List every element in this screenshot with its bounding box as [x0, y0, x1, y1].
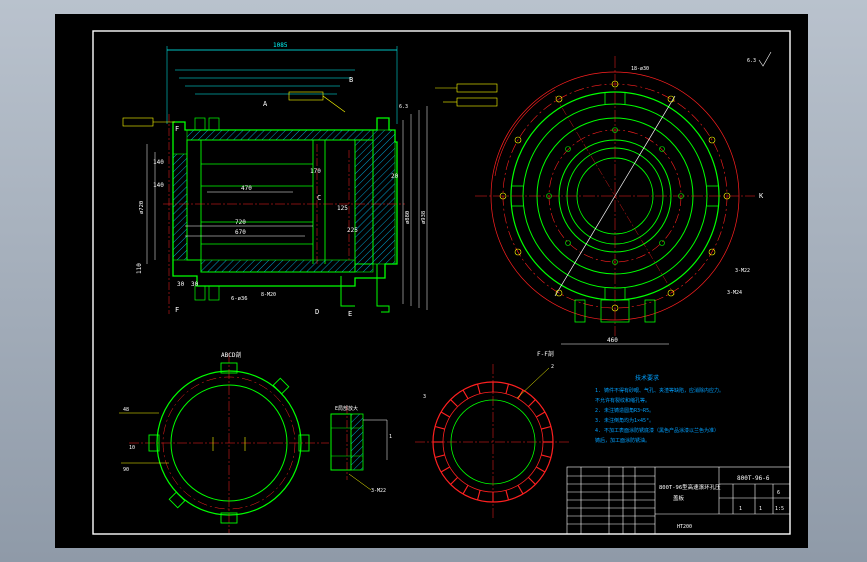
- section-label-c: C: [317, 194, 321, 202]
- ff-dim-460: 460: [607, 337, 618, 344]
- title-drawing-no: 800T-96-6: [737, 475, 770, 482]
- section-label-f-bottom: F: [175, 306, 179, 314]
- dim-470-label: 470: [241, 185, 252, 192]
- tech-req-line-2: 不允许有裂纹和缩孔等。: [595, 397, 650, 404]
- title-quantity: 1: [759, 506, 762, 512]
- dim-225-label: 225: [347, 227, 358, 234]
- section-label-d: D: [315, 308, 319, 316]
- dim-140a-label: 140: [153, 159, 164, 166]
- abcd-dim-90: 90: [123, 467, 129, 473]
- section-label-b: B: [349, 76, 353, 84]
- abcd-dim-10: 10: [129, 445, 135, 451]
- dim-670-label: 670: [235, 229, 246, 236]
- e-detail-view: E局部放大 1 3-M22: [330, 405, 392, 494]
- abcd-circular-view: ABCD剖 48 90 10: [119, 351, 329, 533]
- dim-30b-label: 30: [191, 281, 199, 288]
- ff-circular-view: 460 18-ø30 3-M22 3-M24 K F-F剖: [475, 56, 764, 358]
- dim-v938-label: ø938: [421, 211, 427, 224]
- dim-30a-label: 30: [177, 281, 185, 288]
- ff-dim-3x24: 3-M22: [735, 268, 750, 274]
- title-revision: 6: [777, 490, 780, 496]
- dim-20-label: 20: [391, 173, 399, 180]
- title-part-name-2: 盖板: [673, 494, 685, 502]
- title-block: [566, 466, 791, 535]
- tech-req-line-5: 4. 不加工表面涂防锈底漆（黑色产品涂漆以兰色为准）: [595, 427, 719, 434]
- drawing-frame: [92, 30, 791, 535]
- technical-requirements: 技术要求 1. 铸件不得有砂眼、气孔、夹渣等缺陷，应消除内应力。 不允许有裂纹和…: [595, 374, 724, 444]
- ff-view-title: F-F剖: [537, 350, 554, 358]
- abcd-dim-48: 48: [123, 407, 129, 413]
- e-detail-title: E局部放大: [335, 405, 358, 412]
- dim-125-label: 125: [337, 205, 348, 212]
- section-label-a: A: [263, 100, 268, 108]
- dim-110-label: 110: [136, 263, 143, 274]
- tech-req-title: 技术要求: [635, 374, 659, 382]
- ff-dim-18x30: 18-ø30: [631, 66, 649, 72]
- tech-req-line-4: 3. 未注倒角均为1×45°。: [595, 417, 654, 424]
- title-sheet: 1: [739, 506, 742, 512]
- title-material: HT200: [677, 524, 692, 530]
- tech-req-line-1: 1. 铸件不得有砂眼、气孔、夹渣等缺陷，应消除内应力。: [595, 387, 724, 394]
- dim-720-label: 720: [235, 219, 246, 226]
- ff-dim-3x24b: 3-M24: [727, 290, 742, 296]
- overall-dimension-label: 1085: [273, 42, 288, 49]
- abcd-view-title: ABCD剖: [221, 351, 241, 359]
- k-dim-label-b: 3: [423, 394, 426, 400]
- e-dim-d3: 1: [389, 434, 392, 440]
- dim-170-label: 170: [310, 168, 321, 175]
- k-dim-label: 2: [551, 364, 554, 370]
- dim-6x36-label: 6-ø36: [231, 296, 248, 302]
- roughness-mark: 6.3: [747, 58, 756, 64]
- dim-v880-label: ø880: [405, 211, 411, 224]
- thread-callout-label: 8-M20: [261, 292, 276, 298]
- e-dim-thread: 3-M22: [371, 488, 386, 494]
- dim-140b-label: 140: [153, 182, 164, 189]
- roughness-label: 6.3: [399, 104, 408, 110]
- section-label-k: K: [759, 192, 764, 200]
- section-label-e: E: [348, 310, 352, 318]
- title-scale: 1:5: [775, 506, 784, 512]
- k-circular-view: 2 3: [415, 364, 571, 520]
- title-part-name: 800T-96型高速滚环孔压: [659, 483, 721, 491]
- section-label-f-top: F: [175, 125, 179, 133]
- main-section-view: 1085: [122, 42, 498, 318]
- tech-req-line-6: 铸后，加工面涂防锈油。: [595, 437, 650, 444]
- drawing-canvas[interactable]: 1085: [55, 14, 808, 548]
- tech-req-line-3: 2. 未注铸造圆角R3~R5。: [595, 407, 654, 414]
- dim-v720-label: ø720: [139, 201, 145, 214]
